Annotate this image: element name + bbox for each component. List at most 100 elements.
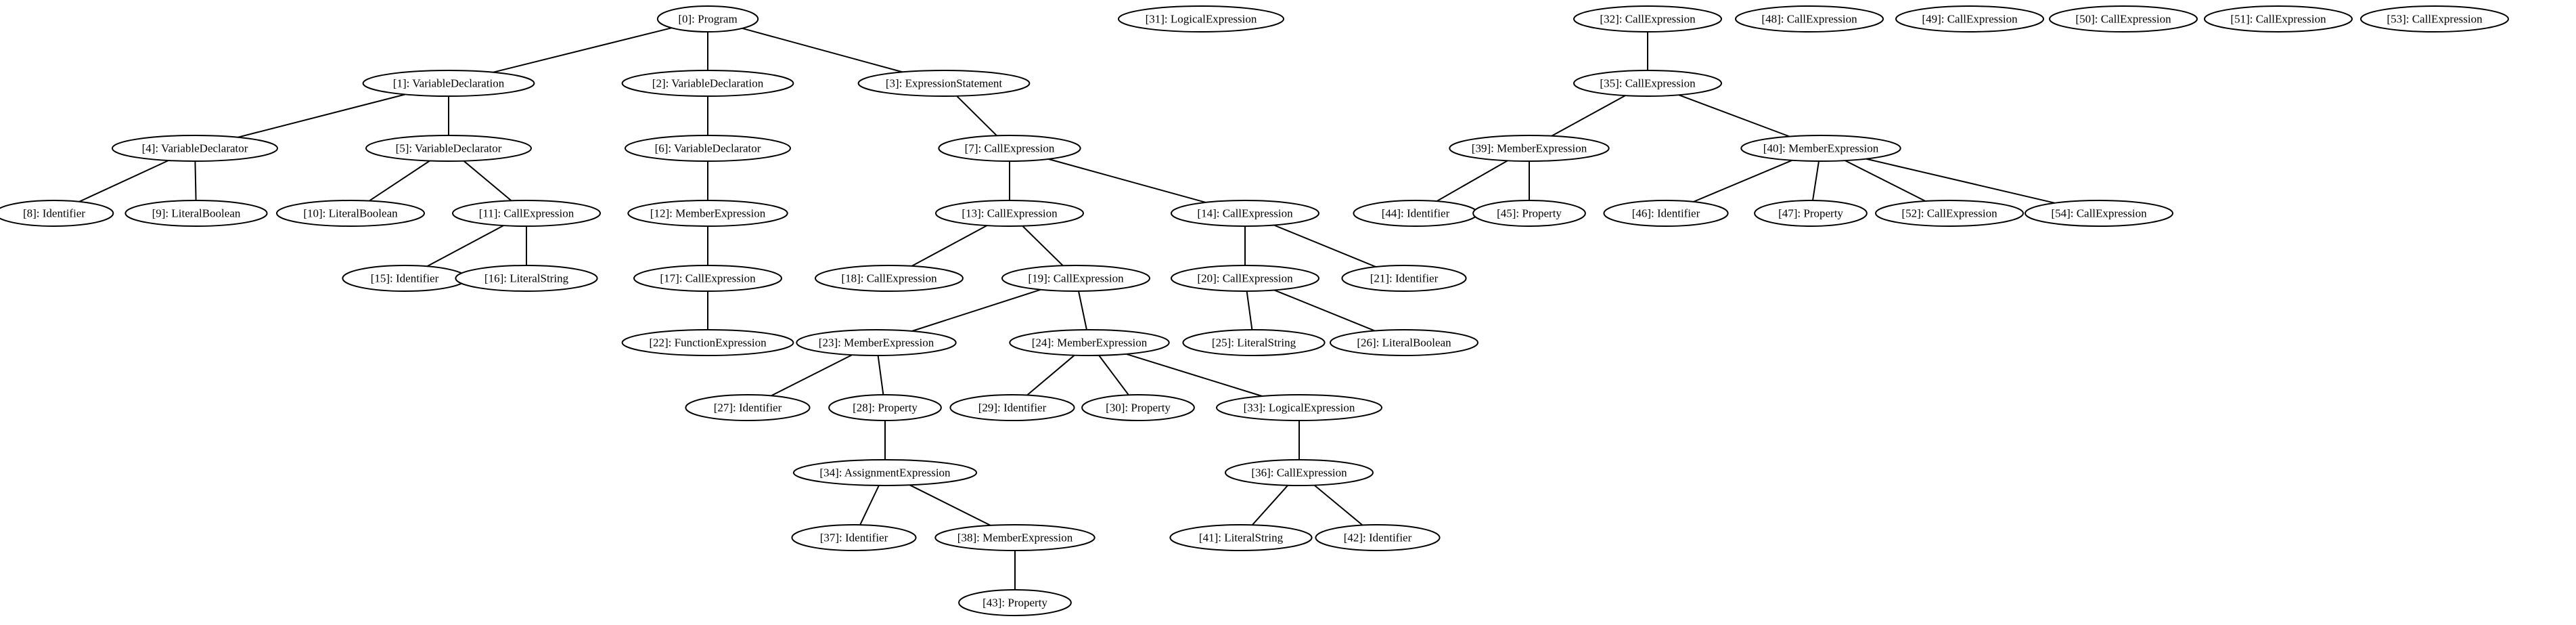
graph-node-label: [24]: MemberExpression xyxy=(1032,337,1148,349)
graph-node-label: [39]: MemberExpression xyxy=(1472,142,1587,155)
graph-node-shape xyxy=(2049,5,2198,33)
graph-node-shape xyxy=(1009,329,1170,356)
graph-node-37: [37]: Identifier xyxy=(791,524,917,551)
graph-edge-4-9 xyxy=(194,160,197,201)
graph-node-15: [15]: Identifier xyxy=(342,265,468,292)
graph-node-shape xyxy=(828,394,942,421)
graph-node-shape xyxy=(1573,5,1722,33)
graph-node-21: [21]: Identifier xyxy=(1341,265,1467,292)
graph-node-label: [1]: VariableDeclaration xyxy=(393,77,505,90)
graph-node-label: [26]: LiteralBoolean xyxy=(1357,337,1451,349)
graph-edge-13-18 xyxy=(911,225,987,267)
graph-node-label: [27]: Identifier xyxy=(714,402,782,414)
graph-edge-35-40 xyxy=(1678,94,1790,137)
graph-edge-24-30 xyxy=(1098,355,1129,395)
graph-edge-20-25 xyxy=(1246,290,1253,330)
graph-edge-40-54 xyxy=(1866,158,2056,204)
graph-node-41: [41]: LiteralString xyxy=(1169,524,1313,551)
graph-node-shape xyxy=(1735,5,1884,33)
graph-node-shape xyxy=(1603,200,1729,227)
graph-node-label: [28]: Property xyxy=(853,402,918,414)
graph-node-50: [50]: CallExpression xyxy=(2049,5,2198,33)
graph-node-label: [54]: CallExpression xyxy=(2051,207,2147,220)
graph-node-label: [35]: CallExpression xyxy=(1600,77,1696,90)
graph-node-shape xyxy=(949,394,1075,421)
graph-node-label: [52]: CallExpression xyxy=(1901,207,1997,220)
graph-node-shape xyxy=(621,329,794,356)
graph-node-44: [44]: Identifier xyxy=(1353,200,1478,227)
graph-node-shape xyxy=(362,70,535,97)
graph-node-32: [32]: CallExpression xyxy=(1573,5,1722,33)
graph-node-shape xyxy=(125,200,268,227)
graph-node-31: [31]: LogicalExpression xyxy=(1118,5,1284,33)
graph-node-shape xyxy=(1449,135,1610,162)
graph-edge-34-37 xyxy=(859,485,880,525)
graph-node-12: [12]: MemberExpression xyxy=(627,200,788,227)
graph-node-label: [53]: CallExpression xyxy=(2387,13,2483,26)
graph-edge-35-39 xyxy=(1551,95,1626,137)
graph-node-shape xyxy=(633,265,782,292)
graph-node-label: [22]: FunctionExpression xyxy=(649,337,767,349)
graph-node-shape xyxy=(1171,200,1319,227)
graph-node-shape xyxy=(815,265,964,292)
graph-node-shape xyxy=(857,70,1031,97)
graph-node-shape xyxy=(938,135,1081,162)
graph-node-label: [43]: Property xyxy=(982,597,1047,609)
graph-node-16: [16]: LiteralString xyxy=(455,265,598,292)
graph-node-label: [23]: MemberExpression xyxy=(819,337,934,349)
graph-node-shape xyxy=(0,200,114,227)
graph-node-shape xyxy=(685,394,811,421)
graph-node-52: [52]: CallExpression xyxy=(1875,200,2024,227)
graph-node-54: [54]: CallExpression xyxy=(2025,200,2173,227)
graph-edge-14-21 xyxy=(1273,224,1376,268)
graph-node-label: [46]: Identifier xyxy=(1632,207,1700,220)
graph-edge-5-11 xyxy=(463,160,512,202)
graph-node-29: [29]: Identifier xyxy=(949,394,1075,421)
graph-edge-34-38 xyxy=(909,484,991,526)
graph-node-20: [20]: CallExpression xyxy=(1171,265,1319,292)
graph-node-label: [48]: CallExpression xyxy=(1761,13,1857,26)
graph-node-shape xyxy=(365,135,532,162)
graph-node-shape xyxy=(1895,5,2044,33)
graph-node-shape xyxy=(1118,5,1284,33)
graph-node-label: [11]: CallExpression xyxy=(479,207,574,220)
graph-node-30: [30]: Property xyxy=(1081,394,1195,421)
graph-nodes: [0]: Program[1]: VariableDeclaration[2]:… xyxy=(0,5,2509,616)
graph-node-label: [15]: Identifier xyxy=(371,272,439,285)
graph-node-shape xyxy=(656,5,759,33)
graph-node-45: [45]: Property xyxy=(1472,200,1586,227)
graph-node-shape xyxy=(1754,200,1868,227)
graph-node-38: [38]: MemberExpression xyxy=(934,524,1095,551)
graph-node-label: [31]: LogicalExpression xyxy=(1146,13,1257,26)
graph-edge-40-46 xyxy=(1693,159,1793,202)
graph-node-shape xyxy=(452,200,601,227)
graph-node-label: [12]: MemberExpression xyxy=(650,207,766,220)
graph-edge-7-14 xyxy=(1048,158,1206,203)
graph-node-shape xyxy=(1315,524,1441,551)
graph-node-shape xyxy=(625,135,791,162)
graph-edges xyxy=(78,27,2056,590)
graph-node-shape xyxy=(1169,524,1313,551)
graph-node-label: [40]: MemberExpression xyxy=(1763,142,1879,155)
graph-edge-23-27 xyxy=(771,354,853,397)
graph-node-label: [19]: CallExpression xyxy=(1028,272,1124,285)
graph-node-label: [38]: MemberExpression xyxy=(957,532,1073,544)
graph-node-18: [18]: CallExpression xyxy=(815,265,964,292)
graph-node-shape xyxy=(1573,70,1722,97)
graph-node-shape xyxy=(796,329,957,356)
graph-node-shape xyxy=(1740,135,1901,162)
graph-node-shape xyxy=(1171,265,1319,292)
graph-node-1: [1]: VariableDeclaration xyxy=(362,70,535,97)
graph-node-shape xyxy=(2360,5,2509,33)
graph-node-label: [20]: CallExpression xyxy=(1197,272,1293,285)
graph-node-label: [0]: Program xyxy=(678,13,737,26)
graph-node-label: [34]: AssignmentExpression xyxy=(819,467,951,479)
graph-edge-23-28 xyxy=(877,355,884,395)
graph-node-label: [13]: CallExpression xyxy=(962,207,1058,220)
graph-node-shape xyxy=(792,459,978,486)
graph-node-label: [44]: Identifier xyxy=(1382,207,1450,220)
graph-node-label: [50]: CallExpression xyxy=(2075,13,2171,26)
graph-node-23: [23]: MemberExpression xyxy=(796,329,957,356)
graph-node-46: [46]: Identifier xyxy=(1603,200,1729,227)
graph-node-label: [18]: CallExpression xyxy=(841,272,937,285)
